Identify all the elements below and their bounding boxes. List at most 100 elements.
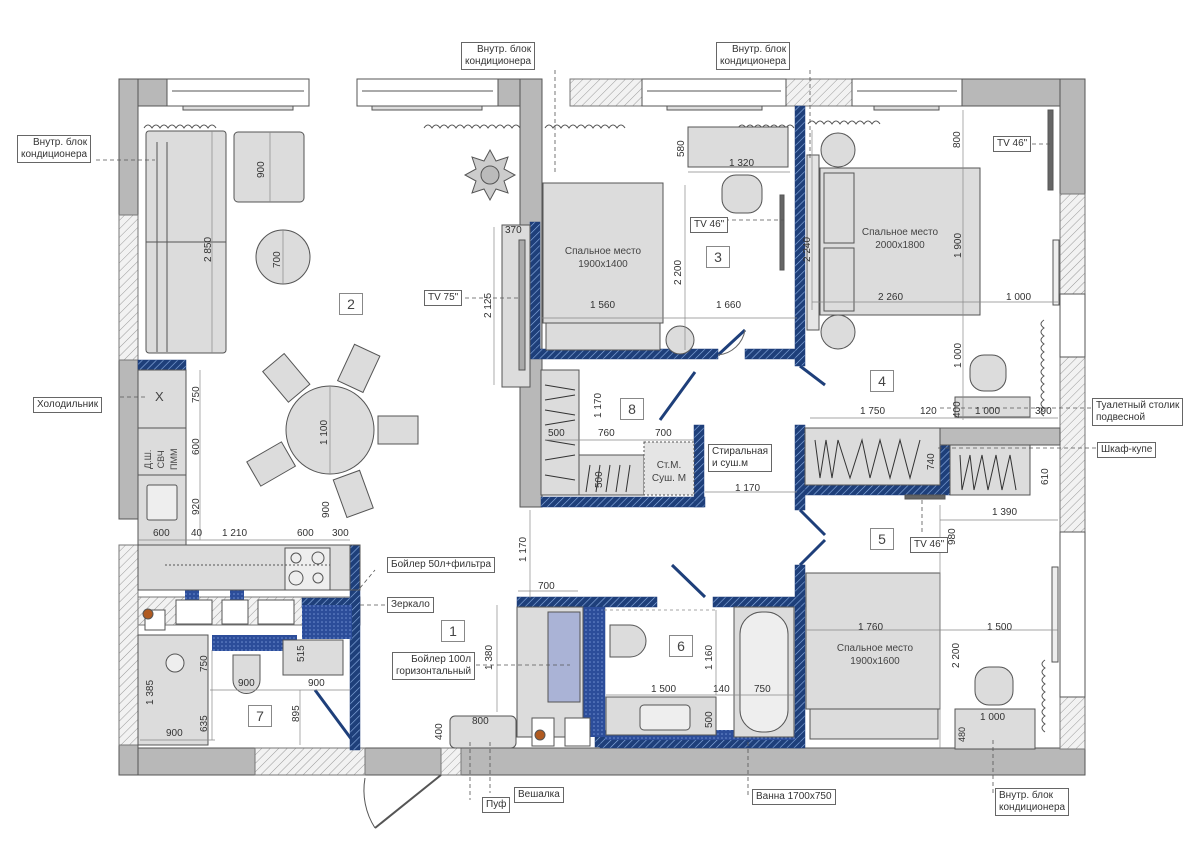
dim-r5-side: 1 500 (987, 622, 1013, 633)
entrance-door (363, 774, 442, 829)
dim-r4-wr-1750: 1 750 (860, 406, 886, 417)
dim-r4-vanity-w: 1 000 (975, 406, 1001, 417)
dim-k40: 40 (191, 528, 203, 539)
dim-sofa: 2 850 (203, 236, 214, 262)
bathroom7-fixtures (137, 599, 344, 746)
label-line: и суш.м (712, 458, 749, 469)
label-line: Спальное место (861, 227, 939, 238)
doors (313, 328, 827, 741)
tv75-label: TV 75" (424, 290, 463, 306)
dim-hall-800: 800 (472, 716, 489, 727)
dim-b7-900b: 900 (308, 678, 325, 689)
label-line: Внутр. блок (999, 790, 1054, 801)
dim-k300: 300 (332, 528, 349, 539)
dim-hall-1380: 1 380 (484, 644, 495, 670)
fridge-mark: X (155, 389, 164, 404)
dim-r3-desk-depth: 580 (676, 140, 687, 157)
tv46-label-room3: TV 46" (690, 217, 729, 233)
label-line: 1900х1400 (578, 259, 628, 270)
dim-r5-desk-depth: 480 (957, 726, 967, 742)
room-number-2: 2 (339, 293, 363, 315)
room-number-4: 4 (870, 370, 894, 392)
dim-b6-750: 750 (754, 684, 771, 695)
label-line: кондиционера (720, 56, 787, 67)
label-line: Бойлер 100л (411, 654, 472, 665)
dim-hall-400: 400 (434, 723, 445, 740)
dim-r4-side: 1 000 (1006, 292, 1032, 303)
leader-lines (96, 70, 1097, 800)
label-line: Спальное место (564, 246, 642, 257)
ac-unit-label-living: Внутр. блок кондиционера (17, 135, 92, 163)
room-number-8: 8 (620, 398, 644, 420)
dim-tv-niche: 370 (505, 225, 522, 236)
pouf-label: Пуф (482, 797, 511, 813)
label-line: Суш. М (651, 473, 687, 484)
curtains (143, 120, 1046, 733)
fridge-label: Холодильник (33, 397, 103, 413)
dim-r8-500b: 500 (594, 471, 605, 488)
dim-r4-vanity-390: 390 (1035, 406, 1052, 417)
bed-label-room5: Спальное место 1900х1600 (820, 642, 930, 668)
kitchen (137, 369, 361, 591)
living-furniture (145, 130, 517, 519)
dim-r3-desk-width: 1 320 (729, 158, 755, 169)
room-number-7: 7 (248, 705, 272, 727)
dim-r8-760: 760 (598, 428, 615, 439)
label-line: Спальное место (836, 643, 914, 654)
dim-r3-height: 2 200 (673, 259, 684, 285)
boiler-100-label: Бойлер 100л горизонтальный (392, 652, 476, 680)
dim-hall-1170b: 1 170 (735, 483, 761, 494)
room5-furniture (805, 566, 1059, 750)
dim-r3-clear: 1 660 (716, 300, 742, 311)
dim-r5-980: 980 (947, 528, 958, 545)
dim-b6-500: 500 (704, 711, 715, 728)
ac-unit-label-room3: Внутр. блок кондиционера (461, 42, 536, 70)
dim-b7-515: 515 (296, 645, 307, 662)
dim-r5-height: 2 200 (951, 642, 962, 668)
dim-r4-vanity-depth: 400 (952, 401, 963, 418)
label-line: ПММ (169, 448, 179, 470)
dim-wr-610: 610 (1040, 468, 1051, 485)
dim-b7-900a: 900 (238, 678, 255, 689)
bed-label-room3: Спальное место 1900х1400 (553, 245, 653, 271)
hanger-label: Вешалка (514, 787, 564, 803)
label-line: Внутр. блок (477, 44, 532, 55)
mirror-label: Зеркало (387, 597, 434, 613)
room4-furniture (806, 109, 1060, 418)
room-number-3: 3 (706, 246, 730, 268)
dim-dining-table: 1 100 (319, 419, 330, 445)
label-line: 2000х1800 (875, 240, 925, 251)
dim-r5-bed: 1 760 (858, 622, 884, 633)
tv46-label-room5: TV 46" (910, 537, 949, 553)
dim-r5-1390: 1 390 (992, 507, 1018, 518)
hallway-furniture (449, 715, 591, 749)
room3-furniture (542, 126, 789, 355)
dim-r5-desk: 1 000 (980, 712, 1006, 723)
dim-b6-1500: 1 500 (651, 684, 677, 695)
ac-unit-label-room5: Внутр. блок кондиционера (995, 788, 1070, 816)
label-line: кондиционера (465, 56, 532, 67)
bathroom6-fixtures (516, 606, 795, 738)
dim-r4-bed-w: 2 260 (878, 292, 904, 303)
dim-r3-bed-width: 1 560 (590, 300, 616, 311)
label-line: СВЧ (156, 450, 166, 469)
dim-wr-740: 740 (926, 453, 937, 470)
dim-k600a: 600 (153, 528, 170, 539)
wardrobe-label: Шкаф-купе (1097, 442, 1157, 458)
dim-b6-140: 140 (713, 684, 730, 695)
room-number-1: 1 (441, 620, 465, 642)
dim-r4-bed-len: 1 900 (953, 232, 964, 258)
dim-r4-wall: 2 240 (802, 236, 813, 262)
room-number-5: 5 (870, 528, 894, 550)
tv-wall (501, 224, 531, 388)
dim-hall-700: 700 (538, 581, 555, 592)
dim-b7-895: 895 (291, 705, 302, 722)
dim-dining-clear: 900 (321, 501, 332, 518)
label-line: Внутр. блок (33, 137, 88, 148)
label-line: Стиральная (712, 446, 769, 457)
dim-b6-1160: 1 160 (704, 644, 715, 670)
dim-b7-635: 635 (199, 715, 210, 732)
vanity-table-label: Туалетный столик подвесной (1092, 398, 1184, 426)
dim-ottoman: 900 (256, 161, 267, 178)
